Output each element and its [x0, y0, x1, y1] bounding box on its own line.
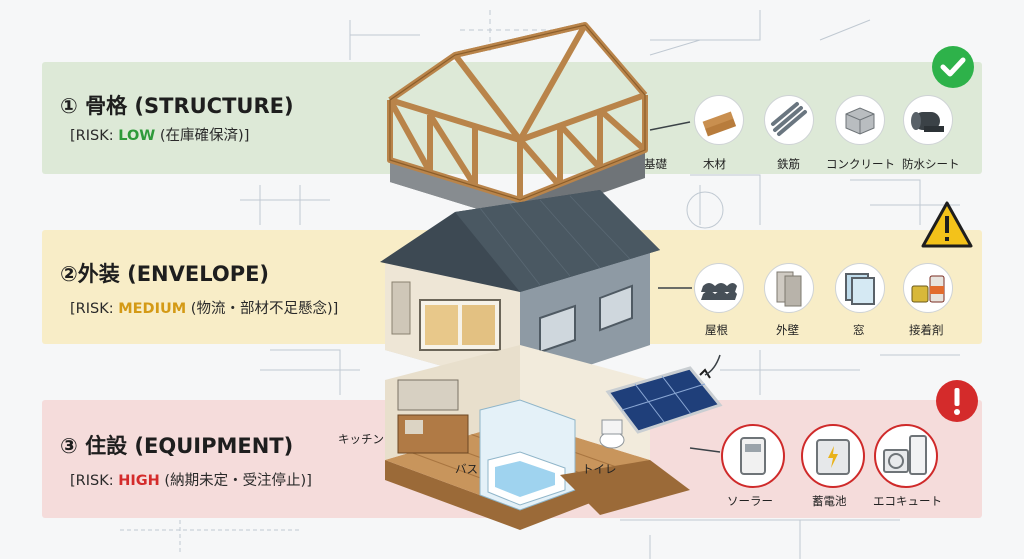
solar-controller-icon	[721, 424, 785, 488]
waterproof-sheet-icon	[903, 95, 953, 145]
exclamation-icon	[934, 378, 980, 428]
check-icon	[930, 44, 976, 94]
equipment-risk: [RISK: HIGH (納期未定・受注停止)]	[70, 473, 312, 489]
equipment-label-ecocute: エコキュート	[873, 494, 942, 508]
material-label-rebar: 鉄筋	[777, 157, 800, 171]
house-interior-cutaway	[385, 345, 690, 530]
material-label-window: 窓	[853, 323, 865, 337]
window-icon	[835, 263, 885, 313]
material-label-foundation: 基礎	[644, 157, 667, 171]
house-label-kitchen: キッチン	[338, 432, 384, 446]
material-label-wood: 木材	[703, 157, 726, 171]
equipment-title: ③ 住設 (EQUIPMENT)	[60, 434, 294, 458]
material-label-waterproof-sheet: 防水シート	[902, 157, 960, 171]
envelope-title: ②外装 (ENVELOPE)	[60, 262, 270, 286]
roof-tiles-icon	[694, 263, 744, 313]
concrete-icon	[835, 95, 885, 145]
solar-panel	[605, 366, 723, 434]
material-label-adhesive: 接着剤	[909, 323, 944, 337]
structure-band	[42, 62, 982, 174]
adhesive-icon	[903, 263, 953, 313]
heat-pump-icon	[874, 424, 938, 488]
structure-risk-level: LOW	[118, 128, 156, 144]
warning-icon	[920, 200, 974, 254]
timber-frame	[387, 22, 648, 222]
material-label-siding: 外壁	[776, 323, 799, 337]
equipment-risk-level: HIGH	[118, 473, 160, 489]
structure-risk: [RISK: LOW (在庫確保済)]	[70, 128, 250, 144]
material-label-roof: 屋根	[705, 323, 728, 337]
house-label-bath: バス	[455, 462, 478, 476]
envelope-risk-level: MEDIUM	[118, 301, 187, 317]
equipment-label-battery: 蓄電池	[812, 494, 847, 508]
material-label-concrete: コンクリート	[826, 157, 895, 171]
envelope-risk: [RISK: MEDIUM (物流・部材不足懸念)]	[70, 301, 339, 317]
battery-icon	[801, 424, 865, 488]
siding-icon	[764, 263, 814, 313]
structure-title: ① 骨格 (STRUCTURE)	[60, 94, 294, 118]
rebar-icon	[764, 95, 814, 145]
equipment-label-solar: ソーラー	[727, 494, 773, 508]
house-label-toilet: トイレ	[582, 462, 617, 476]
lumber-icon	[694, 95, 744, 145]
